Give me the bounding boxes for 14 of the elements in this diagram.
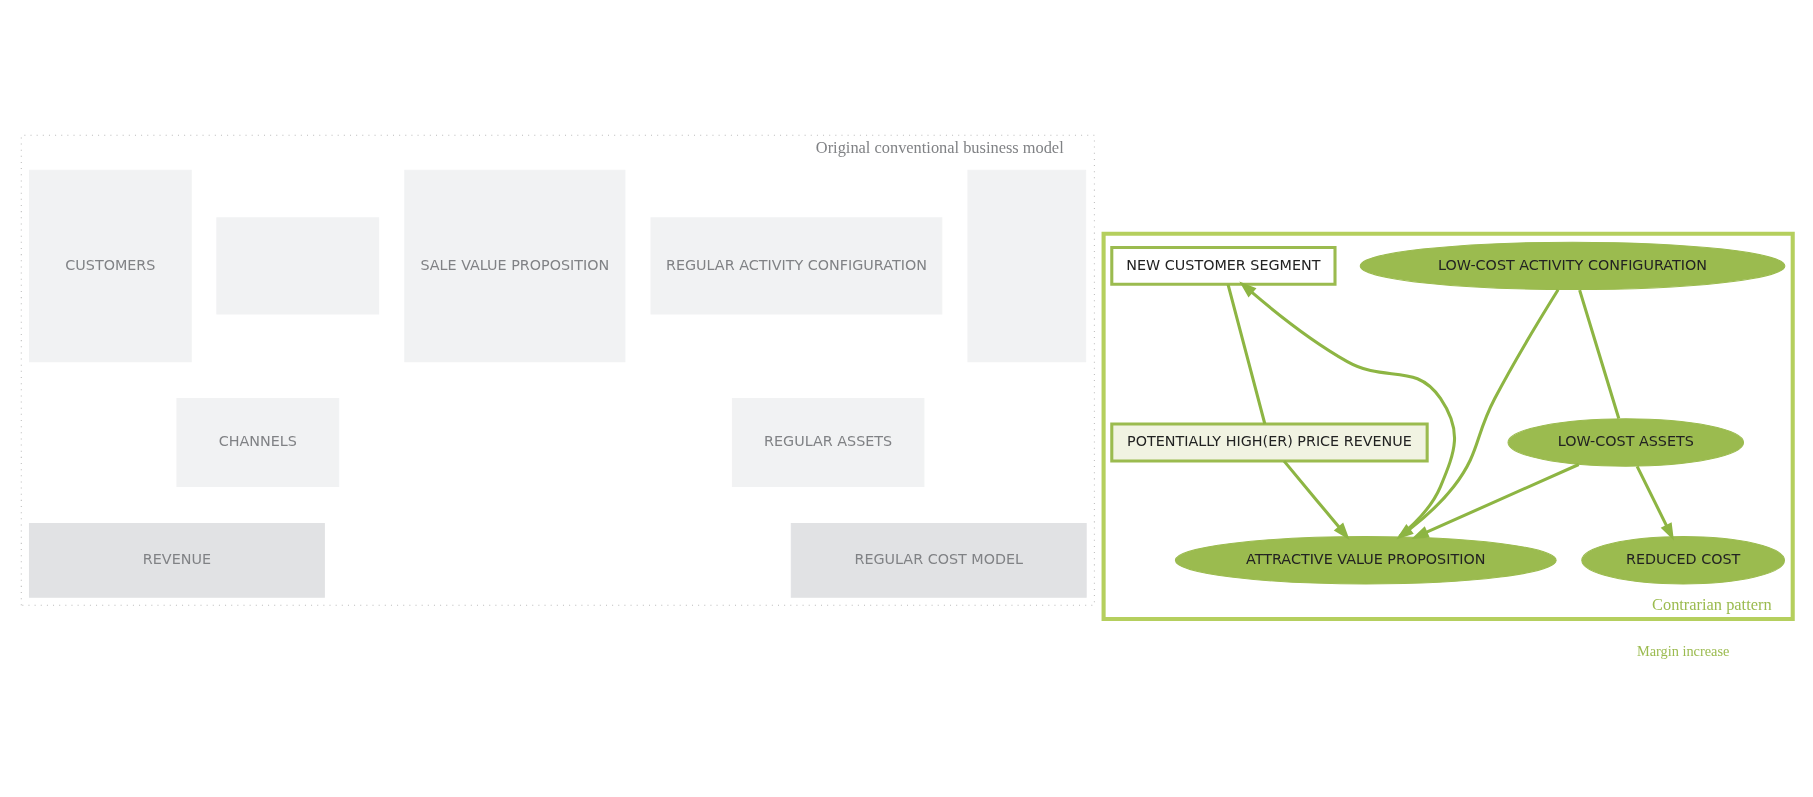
arrow [1635,465,1674,541]
node-ellipse: LOW-COST ACTIVITY CONFIGURATION [1359,241,1785,290]
node-box: NEW CUSTOMER SEGMENT [1109,245,1337,286]
label: Margin increase [1636,642,1729,659]
node-ellipse: REDUCED COST [1580,535,1785,584]
connector [1577,289,1620,419]
node-box: REVENUE [28,522,325,598]
node-ellipse: ATTRACTIVE VALUE PROPOSITION [1174,535,1557,584]
node-ellipse: LOW-COST ASSETS [1507,417,1744,467]
node-box: POTENTIALLY HIGH(ER) PRICE REVENUE [1109,422,1429,462]
arrow [1410,462,1579,539]
node-box: REGULAR COST MODEL [790,522,1087,598]
connector [1226,283,1266,424]
arrow [1282,459,1350,540]
